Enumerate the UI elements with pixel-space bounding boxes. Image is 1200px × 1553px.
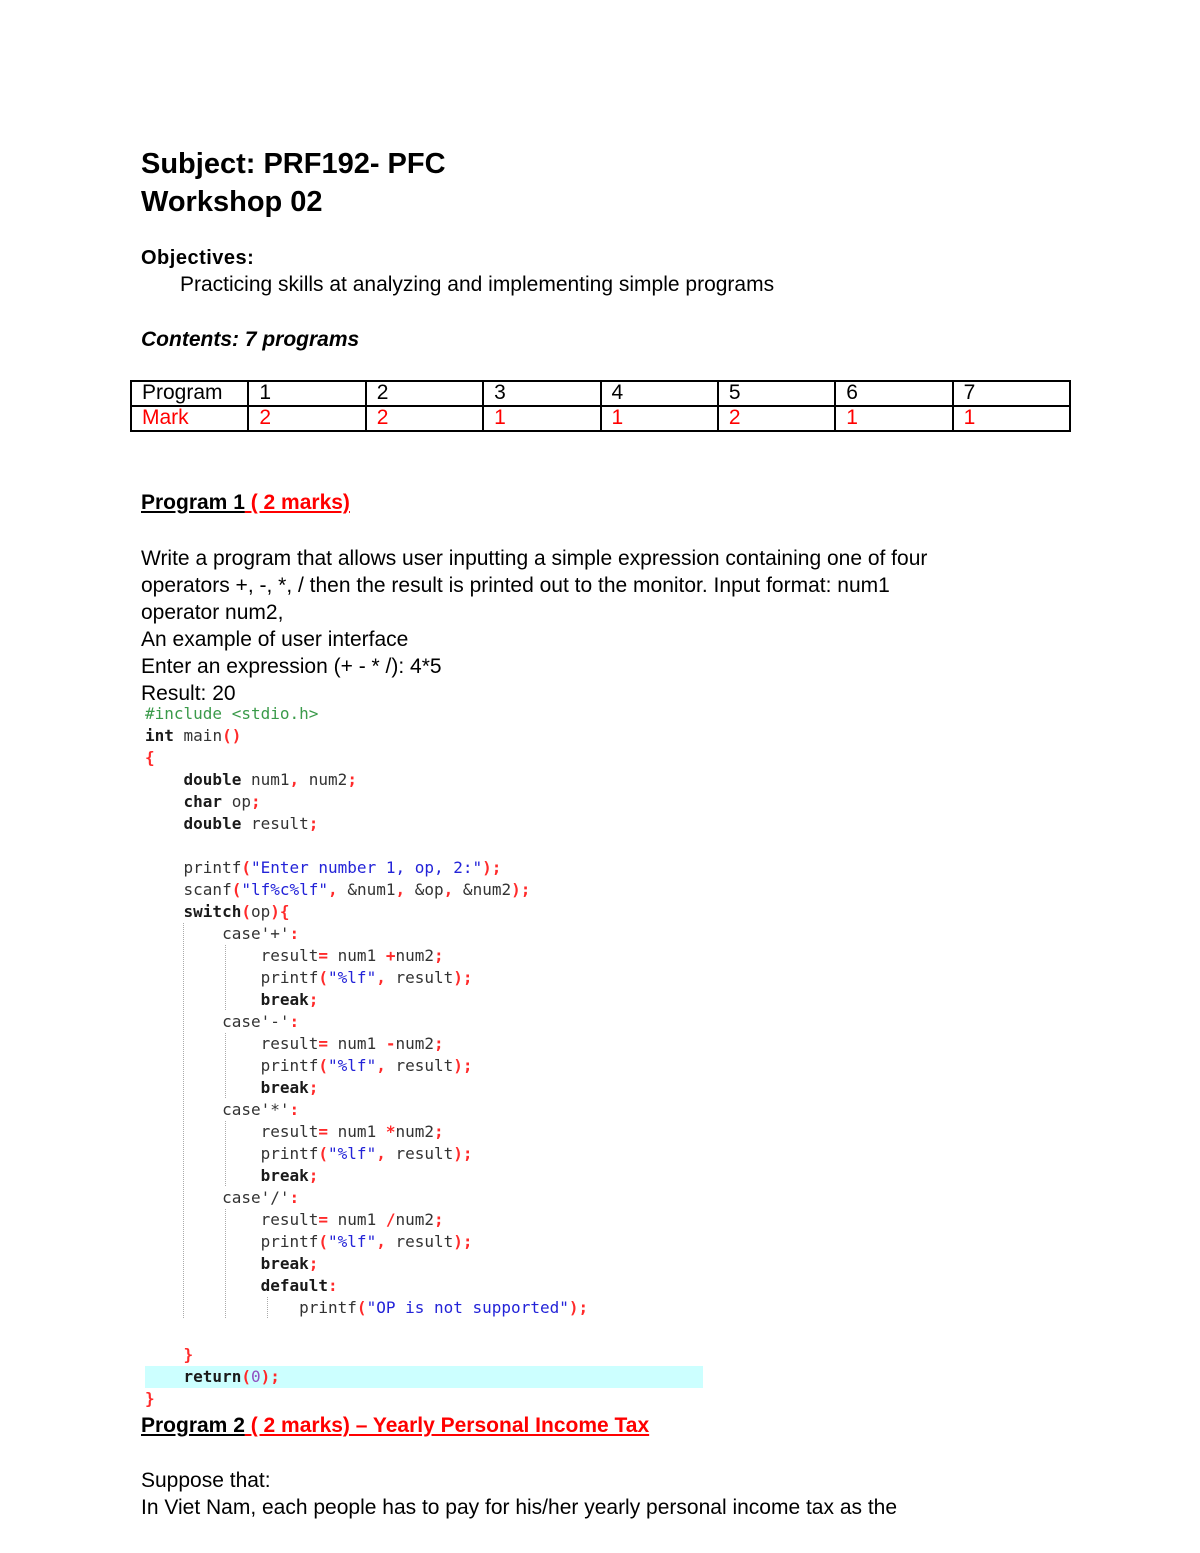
- mark-value: 2: [716, 405, 837, 432]
- indent-guide: [225, 945, 226, 1010]
- marks-table: Program 1 2 3 4 5 6 7 Mark 2 2 1 1 2 1 1: [129, 380, 1072, 432]
- code-line: break;: [260, 990, 319, 1009]
- code-line: {: [145, 748, 155, 767]
- program1-desc-line: Write a program that allows user inputti…: [141, 547, 928, 570]
- program2-text: In Viet Nam, each people has to pay for …: [141, 1496, 898, 1519]
- program1-desc-line: operators +, -, *, / then the result is …: [141, 574, 890, 597]
- program-number: 1: [247, 380, 367, 407]
- code-line: printf("%lf", result);: [260, 1144, 473, 1163]
- program2-marks: ( 2 marks) – Yearly Personal Income Tax: [244, 1414, 650, 1437]
- current-line-highlight: [145, 1366, 703, 1388]
- code-line: scanf("lf%c%lf", &num1, &op, &num2);: [183, 880, 531, 899]
- indent-guide: [225, 1121, 226, 1186]
- objectives-text: Practicing skills at analyzing and imple…: [180, 273, 775, 296]
- mark-row: Mark 2 2 1 1 2 1 1: [129, 405, 1072, 432]
- program-number: 4: [599, 380, 719, 407]
- contents-line: Contents: 7 programs: [141, 328, 360, 351]
- subject-title: Subject: PRF192- PFC: [141, 148, 446, 180]
- program-number: 3: [482, 380, 602, 407]
- code-line: printf("OP is not supported");: [299, 1298, 589, 1317]
- program-number: 2: [364, 380, 485, 407]
- code-line: }: [183, 1345, 194, 1364]
- program-number: 7: [951, 380, 1072, 407]
- code-line: default:: [260, 1276, 338, 1295]
- code-line: break;: [260, 1078, 319, 1097]
- program1-desc-line: Result: 20: [141, 682, 236, 705]
- code-line: printf("Enter number 1, op, 2:");: [183, 858, 502, 877]
- program-number: 6: [834, 380, 954, 407]
- mark-value: 1: [834, 405, 954, 432]
- program-label: Program: [129, 380, 250, 407]
- code-line: case'/':: [222, 1188, 300, 1207]
- program2-heading: Program 2 ( 2 marks) – Yearly Personal I…: [141, 1414, 649, 1438]
- mark-value: 2: [247, 405, 367, 432]
- code-line: #include <stdio.h>: [145, 704, 319, 723]
- code-line: break;: [260, 1166, 319, 1185]
- indent-guide: [225, 1033, 226, 1098]
- mark-value: 1: [599, 405, 719, 432]
- mark-value: 1: [951, 405, 1072, 432]
- code-line: printf("%lf", result);: [260, 968, 473, 987]
- code-line: printf("%lf", result);: [260, 1232, 473, 1251]
- code-line: result= num1 +num2;: [260, 946, 444, 965]
- code-line: switch(op){: [183, 902, 290, 921]
- code-line: break;: [260, 1254, 319, 1273]
- indent-guide: [225, 1209, 226, 1318]
- code-line: char op;: [183, 792, 261, 811]
- code-line: result= num1 *num2;: [260, 1122, 444, 1141]
- code-line: int main(): [145, 726, 242, 745]
- mark-value: 1: [482, 405, 602, 432]
- program2-title: Program 2: [141, 1414, 245, 1437]
- workshop-title: Workshop 02: [141, 186, 323, 218]
- program1-desc-line: An example of user interface: [141, 628, 409, 651]
- program1-desc-line: Enter an expression (+ - * /): 4*5: [141, 655, 442, 678]
- indent-guide: [267, 1297, 268, 1318]
- indent-guide: [183, 923, 184, 1318]
- code-line: result= num1 /num2;: [260, 1210, 444, 1229]
- code-line: double result;: [183, 814, 319, 833]
- program2-intro: Suppose that:: [141, 1469, 271, 1492]
- program-number: 5: [716, 380, 837, 407]
- code-line: return(0);: [183, 1367, 280, 1386]
- program1-heading: Program 1 ( 2 marks): [141, 491, 350, 515]
- code-line: case'*':: [222, 1100, 300, 1119]
- code-line: result= num1 -num2;: [260, 1034, 444, 1053]
- code-line: }: [145, 1389, 155, 1408]
- mark-label: Mark: [129, 405, 250, 432]
- objectives-heading: Objectives:: [141, 247, 255, 269]
- program1-marks: ( 2 marks): [244, 491, 350, 514]
- program-row: Program 1 2 3 4 5 6 7: [129, 380, 1072, 407]
- mark-value: 2: [364, 405, 485, 432]
- code-line: printf("%lf", result);: [260, 1056, 473, 1075]
- program1-title: Program 1: [141, 491, 245, 514]
- code-line: double num1, num2;: [183, 770, 357, 789]
- program1-desc-line: operator num2,: [141, 601, 284, 624]
- code-line: case'-':: [222, 1012, 300, 1031]
- code-line: case'+':: [222, 924, 300, 943]
